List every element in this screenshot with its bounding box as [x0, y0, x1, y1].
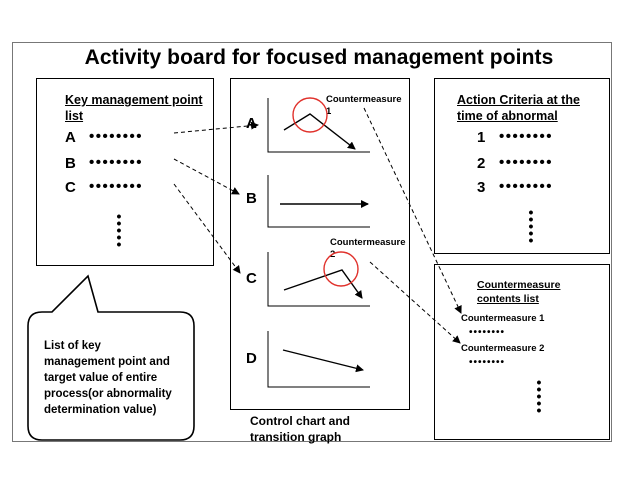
callout-text-line2: management point and [44, 356, 170, 368]
criteria-vertical-dots: ••••• [528, 204, 534, 248]
connector-b-to-chart-b [173, 158, 240, 195]
key-point-label-b: B [65, 155, 76, 172]
countermeasure-item-1: Countermeasure 1 [461, 313, 545, 324]
chart-c-highlight-circle [323, 251, 359, 287]
key-point-vertical-dots: ••••• [116, 208, 122, 252]
countermeasure-vertical-dots: ••••• [536, 374, 542, 418]
board-frame [12, 42, 612, 442]
chart-d [267, 331, 370, 388]
chart-b [267, 175, 370, 228]
chart-label-b: B [246, 190, 257, 207]
action-criteria-heading-line1: Action Criteria at the [457, 93, 580, 107]
criteria-label-2: 2 [477, 155, 486, 172]
chart-c [267, 251, 370, 307]
callout-text-line1: List of key [44, 340, 101, 352]
countermeasure-item-2-dots: •••••••• [469, 357, 506, 368]
connector-countermeasure-1 [363, 107, 462, 314]
chart-a [267, 97, 370, 153]
criteria-dots-3: •••••••• [499, 178, 554, 195]
key-management-point-panel: Key management point list A •••••••• B •… [36, 78, 214, 266]
key-point-dots-a: •••••••• [89, 128, 144, 145]
criteria-dots-1: •••••••• [499, 128, 554, 145]
countermeasure-2-label-line1: Countermeasure [330, 237, 406, 248]
chart-c-axes [267, 252, 370, 307]
criteria-label-1: 1 [477, 129, 486, 146]
chart-c-line [283, 269, 363, 299]
control-chart-panel [230, 78, 410, 410]
key-point-dots-c: •••••••• [89, 178, 144, 195]
countermeasure-contents-panel: Countermeasure contents list Countermeas… [434, 264, 610, 440]
key-management-heading-line1: Key management point [65, 93, 203, 107]
criteria-dots-2: •••••••• [499, 154, 554, 171]
chart-label-c: C [246, 270, 257, 287]
countermeasure-item-2: Countermeasure 2 [461, 343, 545, 354]
action-criteria-panel: Action Criteria at the time of abnormal … [434, 78, 610, 254]
countermeasure-1-label-line2: 1 [326, 106, 332, 117]
countermeasure-list-heading-line2: contents list [477, 293, 539, 305]
callout-text-line3: target value of entire [44, 372, 158, 384]
chart-a-line [283, 113, 356, 150]
chart-caption-line2: transition graph [250, 430, 342, 444]
key-point-dots-b: •••••••• [89, 154, 144, 171]
connector-a-to-chart-a [173, 121, 259, 134]
chart-a-highlight-circle [292, 97, 328, 133]
callout-text-line5: determination value) [44, 404, 157, 416]
chart-b-axes [267, 175, 370, 228]
chart-caption-line1: Control chart and [250, 414, 351, 428]
key-management-heading-line2: list [65, 109, 84, 123]
callout-text-line4: process(or abnormality [44, 388, 172, 400]
connector-c-to-chart-c [173, 183, 241, 274]
chart-label-d: D [246, 350, 257, 367]
chart-d-line [282, 349, 364, 373]
countermeasure-item-1-dots: •••••••• [469, 327, 506, 338]
key-point-label-a: A [65, 129, 76, 146]
criteria-label-3: 3 [477, 179, 486, 196]
chart-a-axes [267, 98, 370, 153]
callout-bubble [27, 274, 195, 441]
countermeasure-1-label-line1: Countermeasure [326, 94, 402, 105]
connector-countermeasure-2 [369, 261, 461, 344]
action-criteria-heading-line2: time of abnormal [457, 109, 558, 123]
board-title: Activity board for focused management po… [84, 46, 554, 69]
chart-d-axes [267, 331, 370, 388]
key-point-label-c: C [65, 179, 76, 196]
countermeasure-list-heading-line1: Countermeasure [477, 279, 561, 291]
